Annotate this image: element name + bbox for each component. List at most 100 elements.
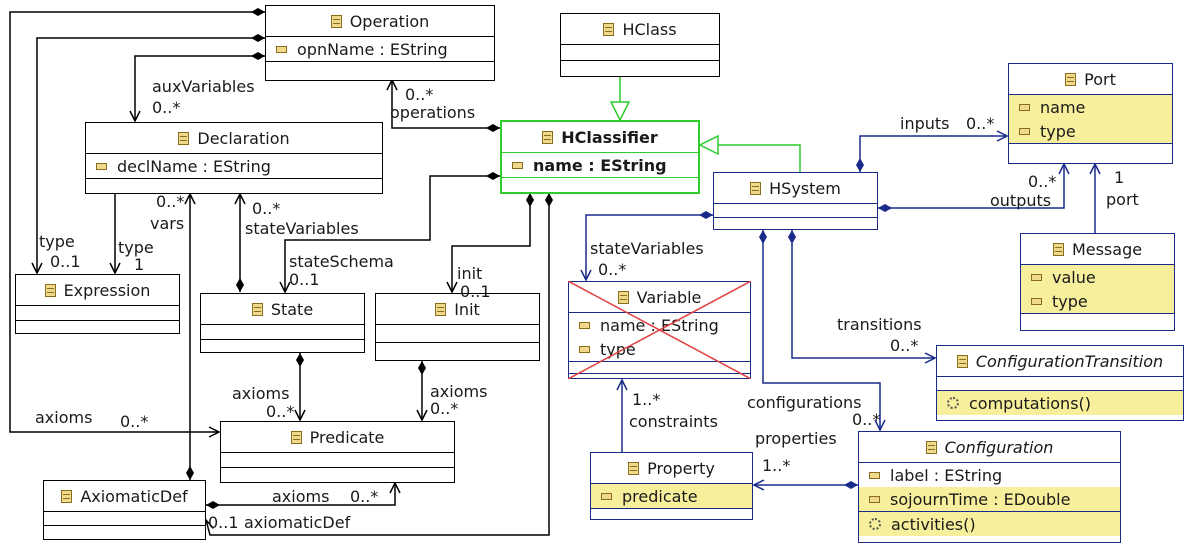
class-icon xyxy=(61,489,73,503)
attribute: predicate xyxy=(622,486,698,506)
label-state-variables-right: stateVariables xyxy=(590,239,704,258)
label-configurations: configurations xyxy=(747,393,862,412)
class-name: Configuration xyxy=(944,437,1054,457)
label-aux-variables-mult: 0..* xyxy=(152,98,181,117)
class-icon xyxy=(1052,242,1064,256)
attribute-icon xyxy=(579,345,590,353)
label-vars: vars xyxy=(150,214,185,233)
class-icon xyxy=(925,440,937,454)
label-transitions-mult: 0..* xyxy=(890,336,919,355)
class-name: ConfigurationTransition xyxy=(975,351,1164,371)
class-name: HClass xyxy=(622,19,677,39)
class-icon xyxy=(435,302,447,316)
attribute-icon xyxy=(601,492,612,500)
label-init: init xyxy=(457,264,483,283)
class-name: Declaration xyxy=(197,128,290,148)
edge-axdef-axioms xyxy=(206,483,395,505)
class-name: HSystem xyxy=(769,178,841,198)
attribute: name : EString xyxy=(600,315,719,335)
attribute-icon xyxy=(1031,273,1042,281)
class-operation[interactable]: Operation opnName : EString xyxy=(265,5,495,81)
label-init-mult: 0..1 xyxy=(460,282,491,301)
class-icon xyxy=(44,283,56,297)
label-type-left: type xyxy=(39,232,75,251)
edge-inputs xyxy=(860,136,1007,172)
label-properties: properties xyxy=(755,429,837,448)
label-axioms-init: axioms xyxy=(430,382,488,401)
label-state-schema: stateSchema xyxy=(289,252,394,271)
class-icon xyxy=(956,354,968,368)
attribute-icon xyxy=(869,495,880,503)
attribute: name : EString xyxy=(533,155,667,175)
attribute-icon xyxy=(579,321,590,329)
class-property[interactable]: Property predicate xyxy=(590,452,753,520)
label-outputs-mult: 0..* xyxy=(1028,172,1057,191)
class-configuration-transition[interactable]: ConfigurationTransition computations() xyxy=(936,345,1184,421)
operation: computations() xyxy=(969,393,1092,413)
attribute-icon xyxy=(869,471,880,479)
class-hclassifier[interactable]: HClassifier name : EString xyxy=(500,120,700,194)
class-state[interactable]: State xyxy=(200,293,365,353)
label-axioms-state: axioms xyxy=(232,384,290,403)
edge-axiomatic-def xyxy=(206,193,549,536)
edge-hsystem-state-variables xyxy=(586,215,713,280)
class-name: Port xyxy=(1084,69,1116,89)
label-state-variables-left: stateVariables xyxy=(245,219,359,238)
attribute: sojournTime : EDouble xyxy=(890,489,1071,509)
class-init[interactable]: Init xyxy=(375,293,540,361)
class-port[interactable]: Port name type xyxy=(1008,63,1173,164)
class-icon xyxy=(1065,72,1077,86)
attribute: value xyxy=(1052,267,1096,287)
label-operations: operations xyxy=(390,103,476,122)
attribute: type xyxy=(600,339,636,359)
label-axioms-op-mult: 0..* xyxy=(120,412,149,431)
class-icon xyxy=(290,430,302,444)
class-icon xyxy=(178,131,190,145)
label-outputs: outputs xyxy=(990,191,1052,210)
label-axioms-def-mult: 0..* xyxy=(350,487,379,506)
class-name: Init xyxy=(454,299,480,319)
label-state-schema-mult: 0..1 xyxy=(289,270,320,289)
label-inputs-mult: 0..* xyxy=(966,114,995,133)
attribute: name xyxy=(1040,97,1086,117)
class-name: Message xyxy=(1071,239,1143,259)
class-hclass[interactable]: HClass xyxy=(560,13,720,77)
class-name: Operation xyxy=(349,11,430,31)
label-type-left-mult: 0..1 xyxy=(50,252,81,271)
operation: activities() xyxy=(891,514,976,534)
label-state-variables-left-mult: 0..* xyxy=(252,199,281,218)
class-icon xyxy=(617,290,629,304)
class-name: Property xyxy=(647,458,715,478)
attribute: opnName : EString xyxy=(297,39,448,59)
attribute: type xyxy=(1040,121,1076,141)
label-axioms-op: axioms xyxy=(35,408,93,427)
class-icon xyxy=(542,130,554,144)
class-name: HClassifier xyxy=(561,127,658,147)
class-icon xyxy=(330,14,342,28)
class-predicate[interactable]: Predicate xyxy=(220,421,455,483)
class-declaration[interactable]: Declaration declName : EString xyxy=(85,122,383,194)
edge-configurations xyxy=(763,230,880,430)
label-axiomatic-def-mult: 0..1 xyxy=(208,513,239,532)
operation-icon xyxy=(869,518,881,530)
operation-icon xyxy=(947,397,959,409)
edge-operations xyxy=(392,80,500,128)
class-hsystem[interactable]: HSystem xyxy=(713,172,878,230)
class-icon xyxy=(628,461,640,475)
label-axioms-def: axioms xyxy=(272,487,330,506)
label-state-variables-right-mult: 0..* xyxy=(598,260,627,279)
class-expression[interactable]: Expression xyxy=(15,274,180,334)
class-axiomatic-def[interactable]: AxiomaticDef xyxy=(43,480,206,540)
label-axioms-state-mult: 0..* xyxy=(266,402,295,421)
attribute: declName : EString xyxy=(117,156,271,176)
label-type-right: type xyxy=(118,238,154,257)
label-configurations-mult: 0..* xyxy=(852,410,881,429)
edge-operation-expression xyxy=(37,38,265,273)
class-name: State xyxy=(270,299,314,319)
class-name: Expression xyxy=(63,280,151,300)
attribute-icon xyxy=(1019,103,1030,111)
